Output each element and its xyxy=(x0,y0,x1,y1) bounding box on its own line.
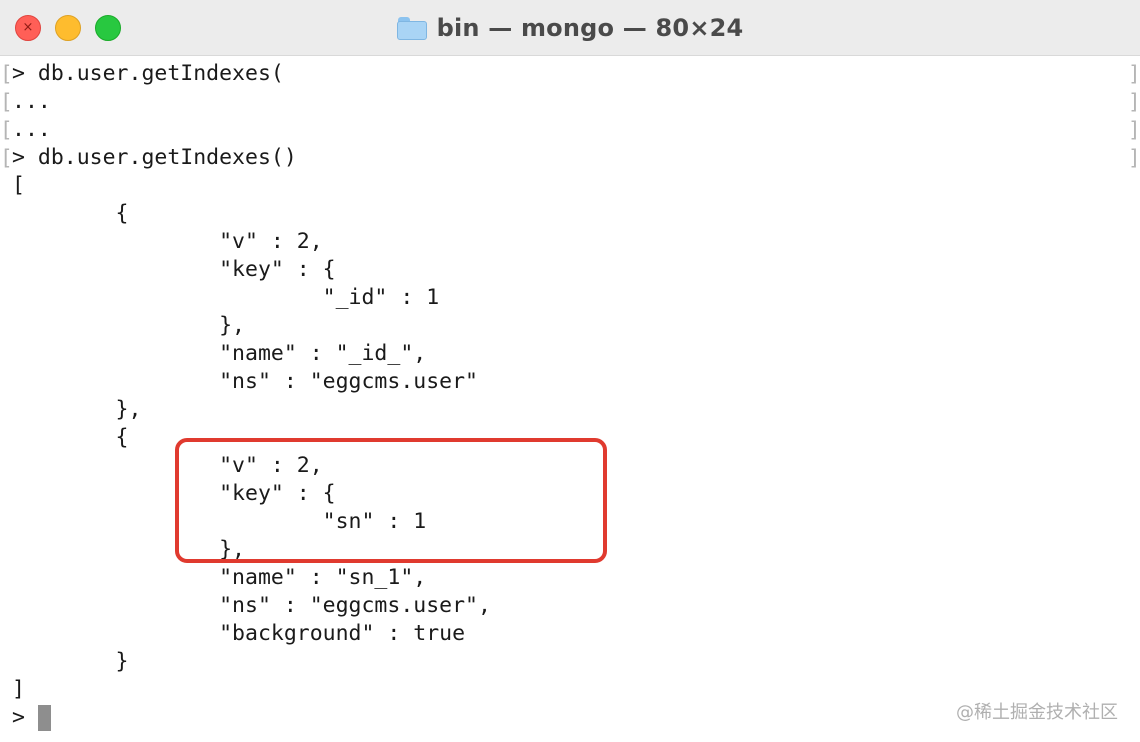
text-cursor xyxy=(38,705,51,731)
terminal-line: } xyxy=(12,649,129,674)
folder-icon xyxy=(396,16,427,40)
line-mark-right: ] xyxy=(1128,62,1140,86)
line-mark-right: ] xyxy=(1128,118,1140,142)
terminal-line: "v" : 2, xyxy=(12,453,323,478)
minimize-window-button[interactable] xyxy=(55,15,81,41)
terminal-line: "key" : { xyxy=(12,257,336,282)
line-mark-left: [ xyxy=(0,118,13,142)
terminal-line: { xyxy=(12,425,129,450)
terminal-line: }, xyxy=(12,397,142,422)
highlight-annotation xyxy=(175,438,607,563)
terminal-line: ... xyxy=(12,117,51,142)
title-bar[interactable]: × bin — mongo — 80×24 xyxy=(0,0,1140,56)
terminal-line: "name" : "sn_1", xyxy=(12,565,427,590)
terminal-line: }, xyxy=(12,313,245,338)
line-mark-right: ] xyxy=(1128,90,1140,114)
window-title-area: bin — mongo — 80×24 xyxy=(0,0,1140,56)
terminal-line: "key" : { xyxy=(12,481,336,506)
line-mark-left: [ xyxy=(0,90,13,114)
close-icon: × xyxy=(22,20,34,35)
line-mark-left: [ xyxy=(0,146,13,170)
terminal-line: > db.user.getIndexes() xyxy=(12,145,297,170)
terminal-line: "name" : "_id_", xyxy=(12,341,427,366)
zoom-window-button[interactable] xyxy=(95,15,121,41)
window-title: bin — mongo — 80×24 xyxy=(436,14,744,42)
terminal-line: > db.user.getIndexes( xyxy=(12,61,284,86)
terminal-line: { xyxy=(12,201,129,226)
line-mark-right: ] xyxy=(1128,146,1140,170)
terminal-line: [ xyxy=(12,173,25,198)
line-mark-left: [ xyxy=(0,62,13,86)
terminal-line: }, xyxy=(12,537,245,562)
terminal-line: "ns" : "eggcms.user", xyxy=(12,593,491,618)
prompt-line[interactable]: > xyxy=(12,705,38,730)
terminal-line: "background" : true xyxy=(12,621,466,646)
terminal-line: "sn" : 1 xyxy=(12,509,427,534)
close-window-button[interactable]: × xyxy=(15,15,41,41)
watermark: @稀土掘金技术社区 xyxy=(956,702,1118,723)
terminal-line: "ns" : "eggcms.user" xyxy=(12,369,478,394)
terminal-line: ... xyxy=(12,89,51,114)
terminal-line: "v" : 2, xyxy=(12,229,323,254)
terminal-line: ] xyxy=(12,677,25,702)
terminal-line: "_id" : 1 xyxy=(12,285,440,310)
